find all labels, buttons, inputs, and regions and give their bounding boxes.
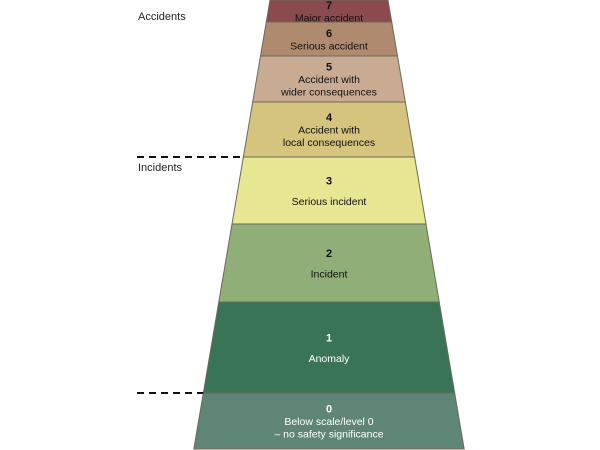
level-number: 7 xyxy=(326,0,332,12)
level-number: 6 xyxy=(326,28,332,40)
incidents-group-label: Incidents xyxy=(138,162,183,174)
level-label: Incident xyxy=(311,268,348,280)
level-label: Anomaly xyxy=(309,353,351,365)
level-2-shape xyxy=(218,223,440,303)
level-number: 5 xyxy=(326,62,332,74)
level-number: 2 xyxy=(326,248,332,260)
level-label: Accident with xyxy=(298,125,360,137)
level-label: Serious accident xyxy=(290,40,368,52)
level-1-shape xyxy=(202,301,456,394)
level-3-shape xyxy=(231,156,427,225)
level-number: 0 xyxy=(326,404,332,416)
level-number: 3 xyxy=(326,175,332,187)
level-number: 4 xyxy=(326,112,333,124)
level-label: Below scale/level 0 xyxy=(284,416,373,428)
level-label: wider consequences xyxy=(280,87,377,99)
level-label: Major accident xyxy=(295,12,363,24)
level-number: 1 xyxy=(326,332,332,344)
level-0-shape xyxy=(193,392,465,450)
level-label: local consequences xyxy=(283,137,375,149)
level-label: – no safety significance xyxy=(274,429,383,441)
accidents-group-label: Accidents xyxy=(138,11,186,23)
level-label: Accident with xyxy=(298,74,360,86)
level-label: Serious incident xyxy=(292,196,367,208)
